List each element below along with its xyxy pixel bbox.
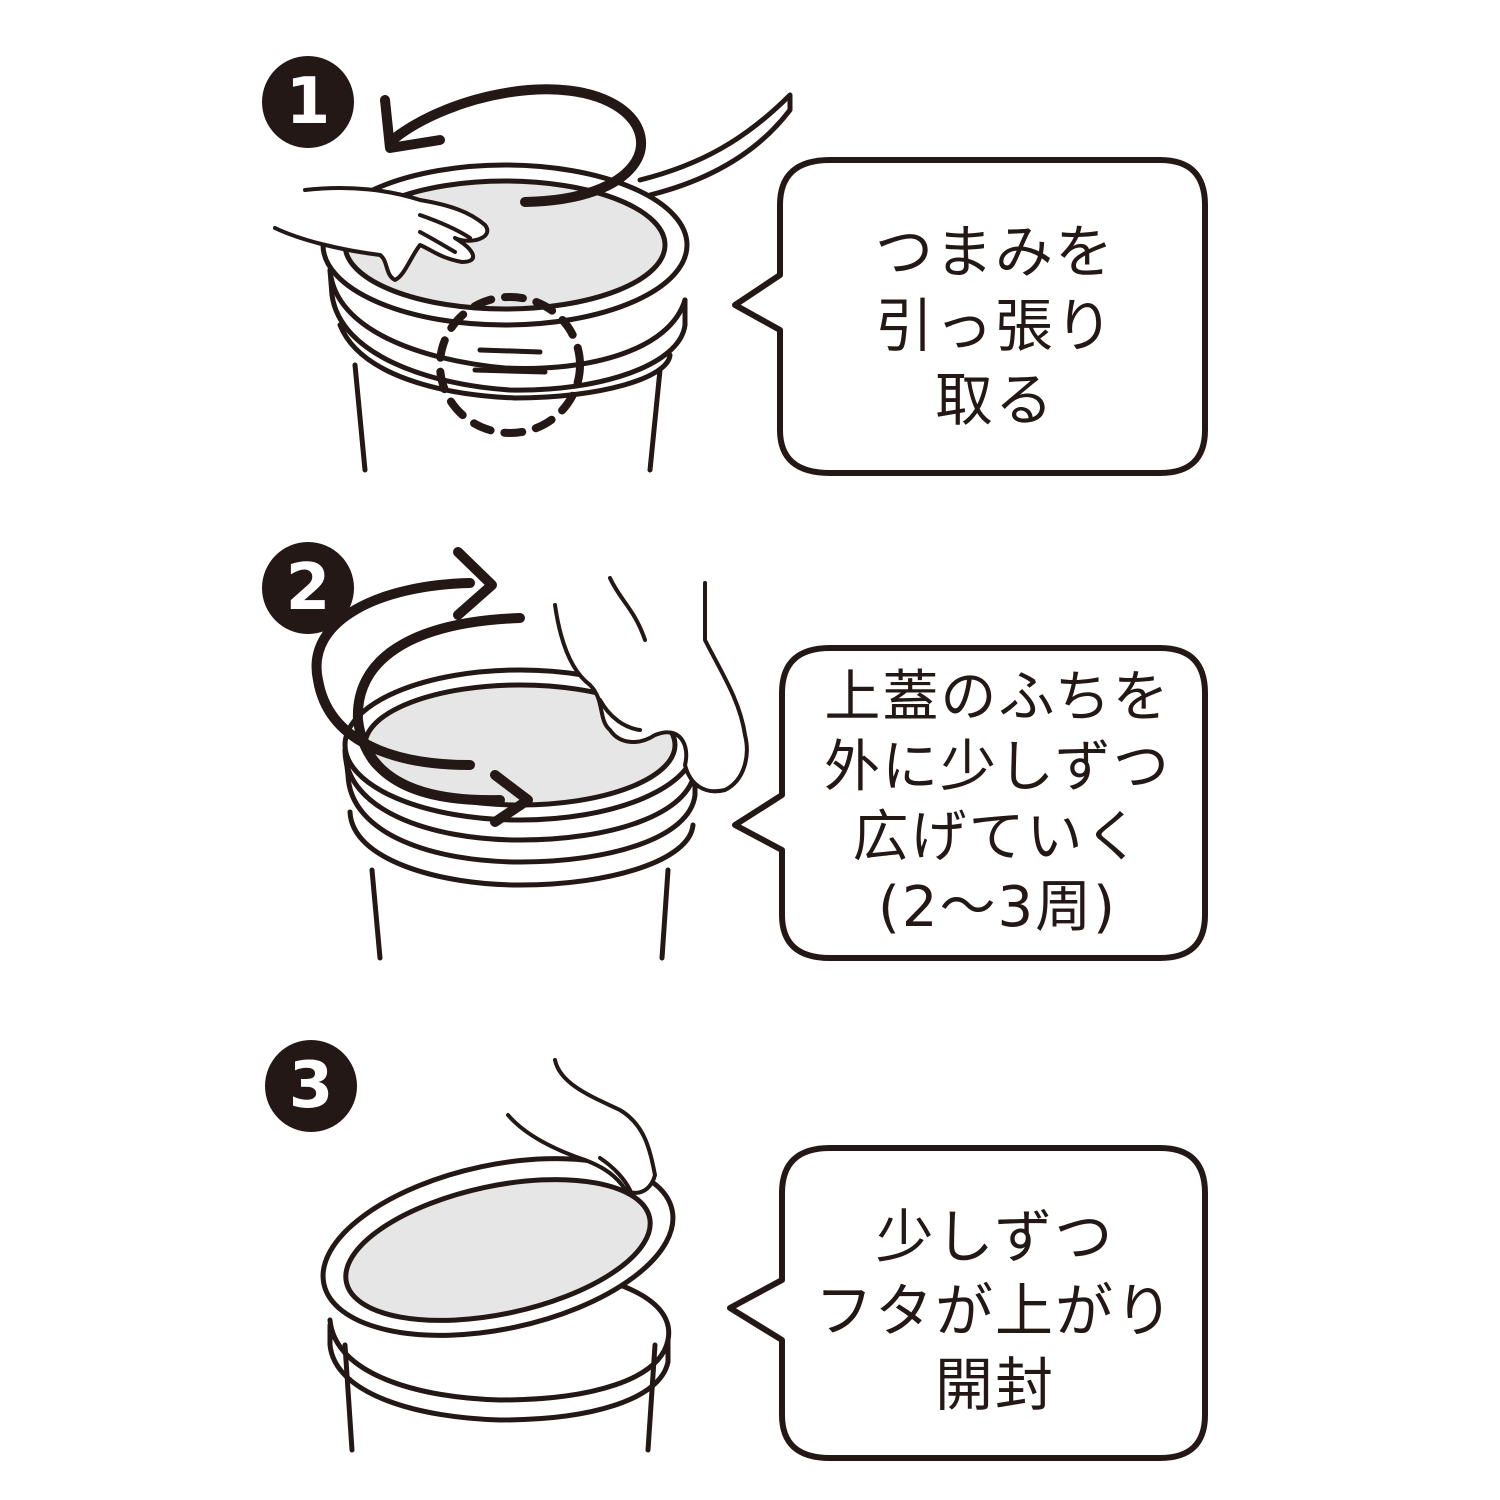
pull-tab-strip xyxy=(637,92,793,198)
step-2-badge: 2 xyxy=(262,542,354,634)
rotate-arrow-1 xyxy=(390,84,647,207)
step-1-line-3: 取る xyxy=(934,366,1055,434)
step-2-illustration xyxy=(311,547,749,961)
step-3-line-1: 少しずつ xyxy=(875,1203,1115,1271)
step-1-illustration xyxy=(273,84,793,473)
step-3-instruction: 少しずつ フタが上がり 開封 xyxy=(795,1200,1195,1422)
step-3-illustration xyxy=(320,1058,676,1453)
tab-highlight-circle xyxy=(436,293,584,437)
step-1-instruction: つまみを 引っ張り 取る xyxy=(800,215,1190,437)
step-2-line-4: (2〜3周) xyxy=(878,875,1117,940)
step-1-badge: 1 xyxy=(262,56,354,148)
step-1-line-1: つまみを xyxy=(874,218,1115,286)
speech-bubble-2 xyxy=(732,645,1208,961)
step-2-instruction: 上蓋のふちを 外に少しずつ 広げていく (2〜3周) xyxy=(795,663,1200,943)
step-1-line-2: 引っ張り xyxy=(874,292,1115,360)
rotate-arrow-2b xyxy=(352,613,525,806)
bucket-body-1 xyxy=(352,362,663,473)
hand-1 xyxy=(273,186,490,282)
speech-bubble-3 xyxy=(727,1145,1208,1461)
step-3-line-2: フタが上がり xyxy=(814,1277,1175,1345)
bucket-body-2 xyxy=(369,867,671,961)
bucket-rim-1 xyxy=(327,267,688,371)
hand-2 xyxy=(553,576,749,794)
step-2-line-2: 外に少しずつ xyxy=(824,735,1171,800)
bucket-lid-inner-3 xyxy=(343,1177,653,1323)
step-2-line-3: 広げていく xyxy=(852,805,1143,870)
step-3-badge: 3 xyxy=(265,1040,357,1132)
step-2-line-1: 上蓋のふちを xyxy=(824,665,1171,730)
speech-bubble-1 xyxy=(732,157,1208,476)
step-3-line-3: 開封 xyxy=(934,1351,1055,1419)
rotate-arrow-2a xyxy=(311,578,475,770)
hand-3 xyxy=(506,1058,657,1195)
